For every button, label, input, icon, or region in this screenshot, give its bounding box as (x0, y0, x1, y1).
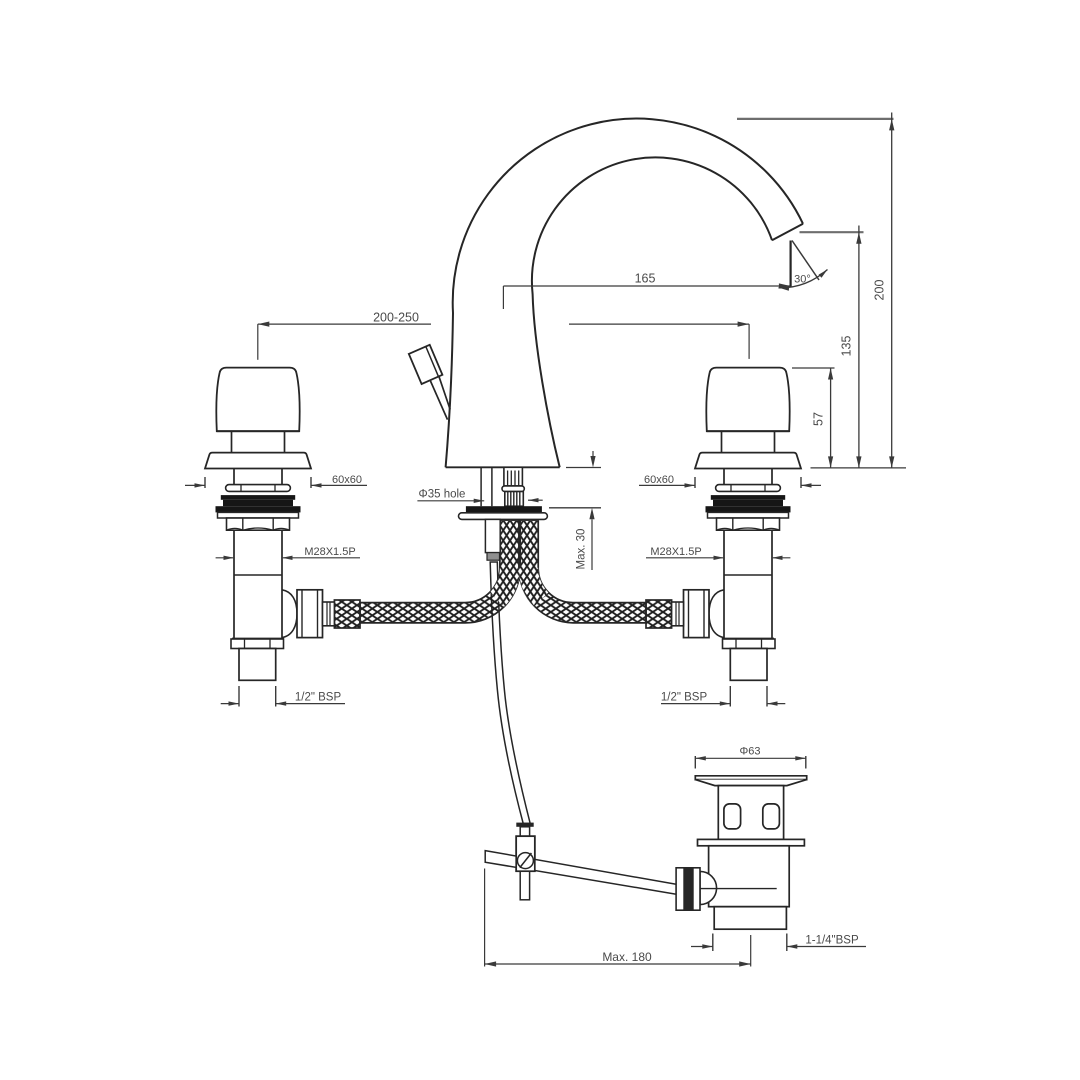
svg-text:Φ35 hole: Φ35 hole (419, 489, 466, 501)
svg-text:60x60: 60x60 (644, 474, 674, 486)
svg-text:200-250: 200-250 (373, 311, 419, 325)
svg-text:1/2" BSP: 1/2" BSP (661, 691, 708, 703)
svg-text:30°: 30° (794, 274, 811, 286)
svg-text:60x60: 60x60 (332, 474, 362, 486)
svg-text:1-1/4"BSP: 1-1/4"BSP (805, 935, 859, 947)
svg-text:M28X1.5P: M28X1.5P (650, 546, 701, 558)
svg-text:57: 57 (812, 412, 826, 426)
svg-text:135: 135 (840, 336, 854, 357)
svg-text:1/2" BSP: 1/2" BSP (295, 691, 342, 703)
svg-text:165: 165 (635, 272, 656, 286)
svg-text:Φ63: Φ63 (739, 746, 760, 758)
svg-text:200: 200 (873, 280, 887, 301)
svg-text:Max. 30: Max. 30 (576, 529, 588, 570)
svg-text:M28X1.5P: M28X1.5P (304, 546, 355, 558)
svg-text:Max. 180: Max. 180 (602, 950, 652, 964)
